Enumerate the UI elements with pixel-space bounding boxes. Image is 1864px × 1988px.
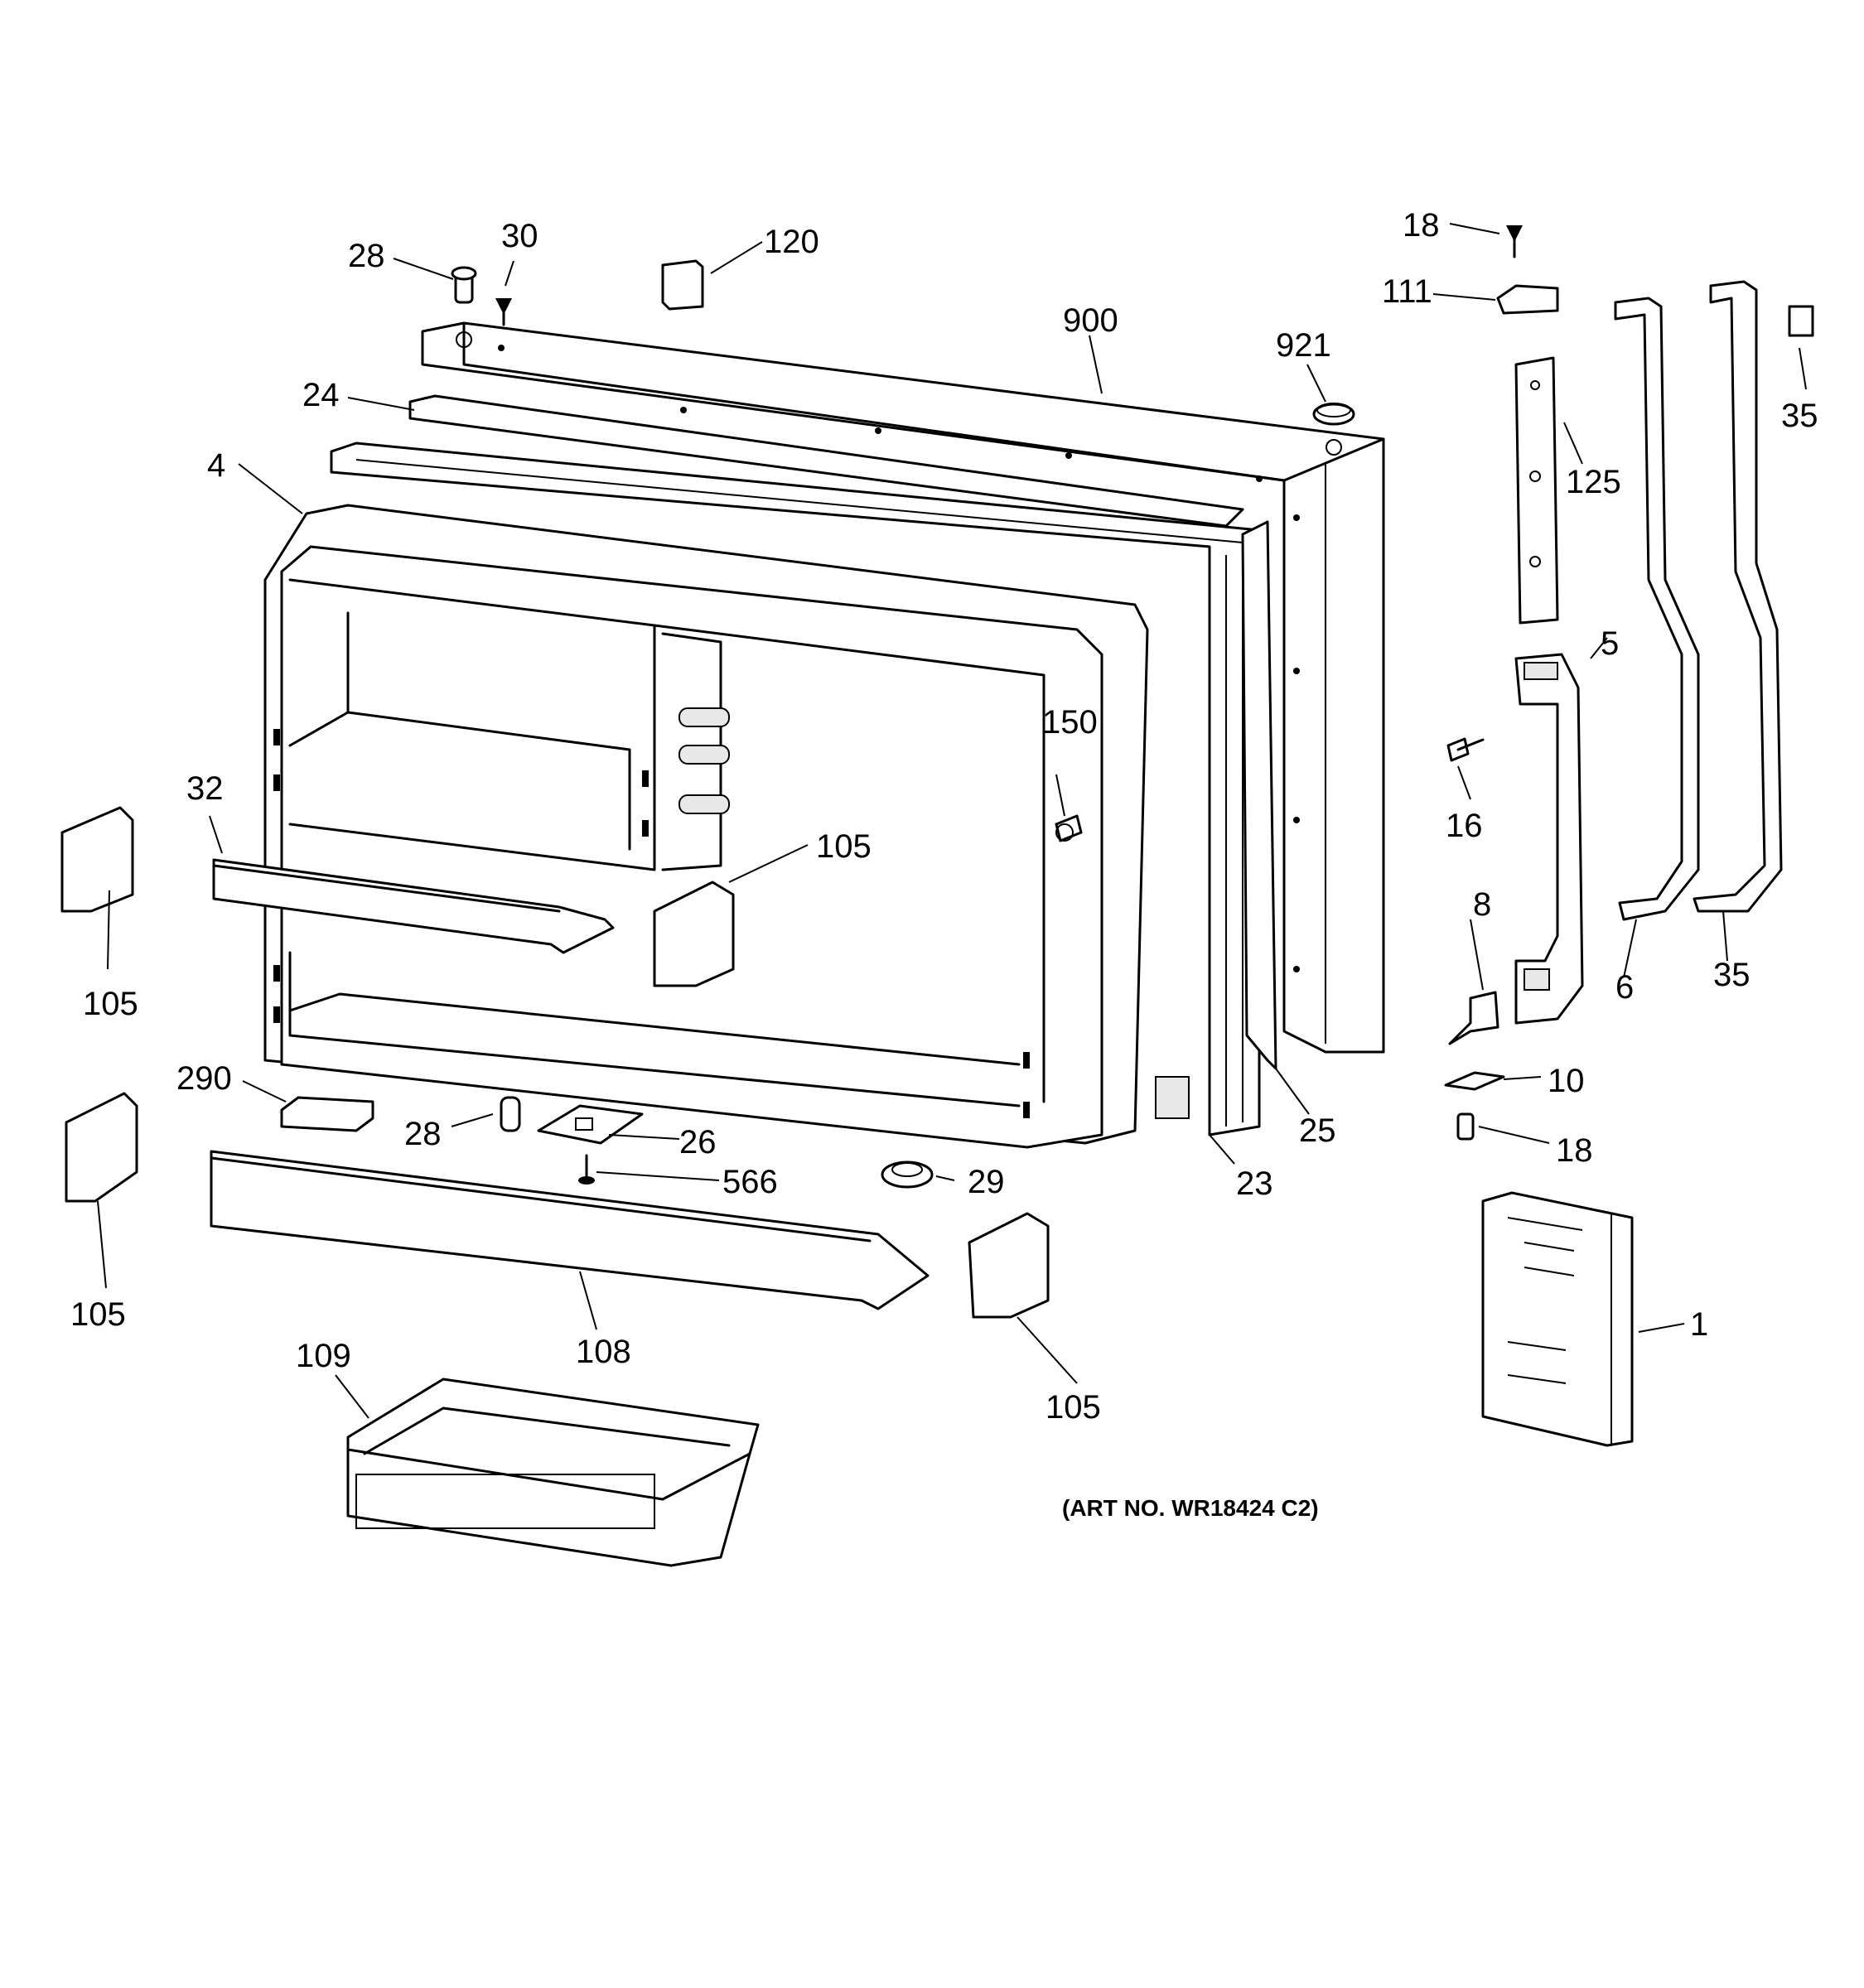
label-105-left-top: 105 (83, 986, 138, 1022)
label-566: 566 (722, 1164, 778, 1200)
label-35-bottom: 35 (1713, 957, 1751, 993)
screw-16 (1446, 737, 1485, 762)
art-number: (ART NO. WR18424 C2) (1062, 1495, 1319, 1521)
plug-120 (661, 259, 704, 311)
hinge-bracket-35 (1693, 280, 1783, 913)
leader-lines (97, 223, 1807, 1419)
label-29: 29 (968, 1164, 1005, 1200)
hinge-arm-5 (1514, 653, 1584, 1025)
label-125: 125 (1566, 464, 1621, 500)
door-liner (263, 504, 1149, 1149)
screw-18-top (1506, 225, 1523, 258)
label-109: 109 (296, 1338, 351, 1374)
label-18-bottom: 18 (1556, 1132, 1593, 1169)
hinge-cover-111 (1496, 284, 1559, 315)
shelf-support-lower-right (968, 1212, 1050, 1319)
label-900: 900 (1063, 302, 1118, 339)
label-28-bottom: 28 (404, 1116, 442, 1152)
cabinet-shell (421, 321, 1385, 1054)
label-1: 1 (1690, 1306, 1708, 1343)
label-105-lower-right: 105 (1045, 1389, 1101, 1426)
label-4: 4 (207, 447, 225, 484)
label-28-top: 28 (348, 238, 385, 274)
label-18-top: 18 (1403, 207, 1440, 244)
label-108: 108 (576, 1334, 631, 1370)
grommet-29 (881, 1160, 934, 1189)
label-35-top: 35 (1781, 398, 1818, 434)
door-bin-109 (346, 1378, 760, 1567)
label-150: 150 (1042, 704, 1098, 741)
bracket-125 (1514, 356, 1559, 625)
shelf-support-left-top (60, 806, 134, 913)
label-25: 25 (1299, 1112, 1336, 1149)
stud-28-bottom (500, 1096, 521, 1132)
top-trim-strip (408, 394, 1244, 528)
label-921: 921 (1276, 327, 1331, 364)
label-30: 30 (501, 218, 538, 254)
screw-150 (1055, 814, 1083, 842)
label-105-left-bottom: 105 (70, 1296, 126, 1333)
hinge-pin-10 (1444, 1071, 1505, 1091)
hinge-bracket-6 (1614, 297, 1700, 921)
owner-manual (1481, 1191, 1634, 1447)
label-10: 10 (1548, 1063, 1585, 1099)
plate-26 (537, 1104, 644, 1145)
side-trim-strip (1241, 520, 1277, 1070)
screw-30 (495, 298, 512, 326)
screw-18-bottom (1456, 1112, 1475, 1141)
label-23: 23 (1236, 1165, 1273, 1202)
label-26: 26 (679, 1124, 717, 1160)
label-105-center: 105 (816, 828, 872, 865)
screw-28-top (451, 266, 477, 304)
label-8: 8 (1473, 886, 1491, 923)
shim-8 (1448, 991, 1499, 1045)
cap-35 (1788, 305, 1814, 337)
label-6: 6 (1615, 969, 1634, 1006)
label-5: 5 (1601, 625, 1619, 662)
door-shelf-108 (210, 1150, 930, 1310)
shelf-support-left-bottom (65, 1092, 138, 1203)
label-16: 16 (1446, 808, 1483, 844)
shelf-support-center (653, 881, 735, 987)
plug-921 (1312, 403, 1355, 426)
label-32: 32 (186, 770, 224, 807)
insert-290 (280, 1096, 374, 1132)
label-24: 24 (302, 377, 340, 413)
callout-labels: 28 30 120 24 4 900 921 18 111 35 125 5 1… (70, 207, 1818, 1426)
label-120: 120 (764, 224, 819, 260)
door-shelf-32 (212, 858, 615, 954)
label-111: 111 (1382, 273, 1432, 310)
screw-566 (578, 1154, 595, 1185)
label-290: 290 (176, 1060, 232, 1097)
